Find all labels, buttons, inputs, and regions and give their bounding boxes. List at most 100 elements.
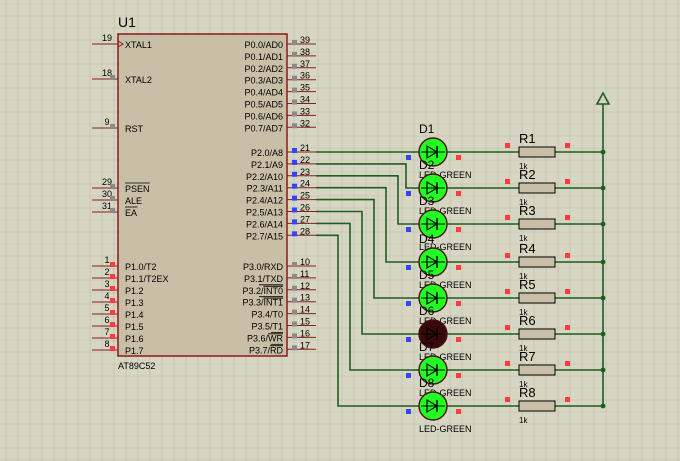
chip-pin-38-number: 38 bbox=[300, 47, 310, 57]
chip-pin-16-number: 16 bbox=[300, 328, 310, 338]
chip-pin-6-label: P1.5 bbox=[125, 322, 144, 332]
chip-pin-26-label: P2.5/A13 bbox=[246, 208, 283, 218]
led-anode-marker bbox=[406, 337, 411, 342]
chip-pin-19-number: 19 bbox=[102, 33, 112, 43]
chip-pin-28-number: 28 bbox=[300, 226, 310, 236]
chip-pin-37-number: 37 bbox=[300, 59, 310, 69]
pin-marker-33 bbox=[292, 111, 297, 117]
resistor-ref-label: R4 bbox=[519, 241, 536, 256]
resistor-body[interactable] bbox=[518, 328, 556, 340]
chip-pin-23-number: 23 bbox=[300, 167, 310, 177]
chip-pin-36-label: P0.3/AD3 bbox=[244, 76, 283, 86]
resistor-body[interactable] bbox=[518, 182, 556, 194]
chip-pin-6-number: 6 bbox=[104, 315, 109, 325]
resistor-pin-marker bbox=[505, 253, 510, 258]
led-anode-marker bbox=[406, 191, 411, 196]
chip-pin-13-number: 13 bbox=[300, 293, 310, 303]
chip-pin-11-label: P3.1/TXD bbox=[244, 274, 284, 284]
pin-marker-10 bbox=[292, 262, 297, 267]
pin-marker-4 bbox=[110, 298, 115, 303]
chip-pin-25-label: P2.4/A12 bbox=[246, 196, 283, 206]
resistor-pin-marker bbox=[565, 143, 570, 148]
chip-pin-11-number: 11 bbox=[300, 269, 309, 279]
pin-marker-7 bbox=[110, 334, 115, 339]
led-cathode-marker bbox=[456, 155, 461, 160]
microcontroller-u1[interactable]: U1 AT89C52 19XTAL118XTAL29RST29PSEN30ALE… bbox=[92, 14, 316, 371]
wire-segment bbox=[316, 175, 421, 225]
chip-pin-32-label: P0.7/AD7 bbox=[244, 123, 283, 133]
pin-marker-36 bbox=[292, 75, 297, 81]
chip-pin-18-label: XTAL2 bbox=[125, 75, 152, 85]
resistor-r2[interactable]: R2 1k bbox=[505, 167, 570, 207]
chip-pin-10-number: 10 bbox=[300, 257, 310, 267]
led-anode-marker bbox=[406, 155, 411, 160]
resistor-body[interactable] bbox=[518, 218, 556, 230]
chip-pin-14-label: P3.4/T0 bbox=[251, 310, 283, 320]
chip-pin-25-number: 25 bbox=[300, 191, 310, 201]
resistor-body[interactable] bbox=[518, 400, 556, 412]
resistor-body[interactable] bbox=[518, 146, 556, 158]
resistor-body[interactable] bbox=[518, 292, 556, 304]
resistor-ref-label: R2 bbox=[519, 167, 536, 182]
chip-pin-32-number: 32 bbox=[300, 118, 310, 128]
led-anode-marker bbox=[406, 373, 411, 378]
resistor-ref-label: R1 bbox=[519, 131, 536, 146]
pin-marker-9 bbox=[110, 124, 115, 129]
chip-pin-4-number: 4 bbox=[104, 291, 109, 301]
led-ref-label: D1 bbox=[419, 122, 435, 136]
resistor-pin-marker bbox=[505, 289, 510, 294]
resistor-body[interactable] bbox=[518, 364, 556, 376]
chip-pin-22-label: P2.1/A9 bbox=[251, 160, 283, 170]
led-part-label: LED-GREEN bbox=[419, 316, 472, 326]
pin-marker-11 bbox=[292, 273, 297, 279]
pin-marker-15 bbox=[292, 321, 297, 327]
resistor-r1[interactable]: R1 1k bbox=[505, 131, 570, 171]
pin-marker-26 bbox=[292, 207, 297, 213]
pin-marker-21 bbox=[292, 148, 297, 153]
resistor-pin-marker bbox=[565, 289, 570, 294]
resistor-pin-marker bbox=[565, 397, 570, 402]
chip-pin-10-label: P3.0/RXD bbox=[243, 262, 284, 272]
pin-marker-39 bbox=[292, 40, 297, 45]
led-ref-label: D7 bbox=[419, 340, 435, 354]
chip-right-pins: 39P0.0/AD038P0.1/AD137P0.2/AD236P0.3/AD3… bbox=[242, 35, 316, 355]
pin-marker-5 bbox=[110, 310, 115, 315]
chip-pin-14-number: 14 bbox=[300, 305, 310, 315]
resistor-pin-marker bbox=[565, 215, 570, 220]
resistor-value-label: 1k bbox=[519, 198, 528, 207]
pin-marker-3 bbox=[110, 286, 115, 291]
resistor-pin-marker bbox=[565, 253, 570, 258]
chip-pin-24-label: P2.3/A11 bbox=[247, 184, 283, 194]
resistor-value-label: 1k bbox=[519, 308, 528, 317]
resistor-pin-marker bbox=[505, 143, 510, 148]
led-part-label: LED-GREEN bbox=[419, 388, 472, 398]
resistor-value-label: 1k bbox=[519, 162, 528, 171]
led-ref-label: D8 bbox=[419, 376, 435, 390]
chip-pin-1-label: P1.0/T2 bbox=[125, 262, 157, 272]
power-terminal-icon[interactable] bbox=[595, 91, 611, 408]
resistor-body[interactable] bbox=[518, 256, 556, 268]
chip-body[interactable] bbox=[117, 33, 288, 357]
pin-marker-30 bbox=[110, 196, 115, 201]
pin-marker-37 bbox=[292, 63, 297, 69]
chip-pin-34-number: 34 bbox=[300, 95, 310, 105]
pin-marker-35 bbox=[292, 87, 297, 93]
led-part-label: LED-GREEN bbox=[419, 280, 472, 290]
pin-marker-38 bbox=[292, 51, 297, 57]
pin-marker-23 bbox=[292, 171, 297, 177]
